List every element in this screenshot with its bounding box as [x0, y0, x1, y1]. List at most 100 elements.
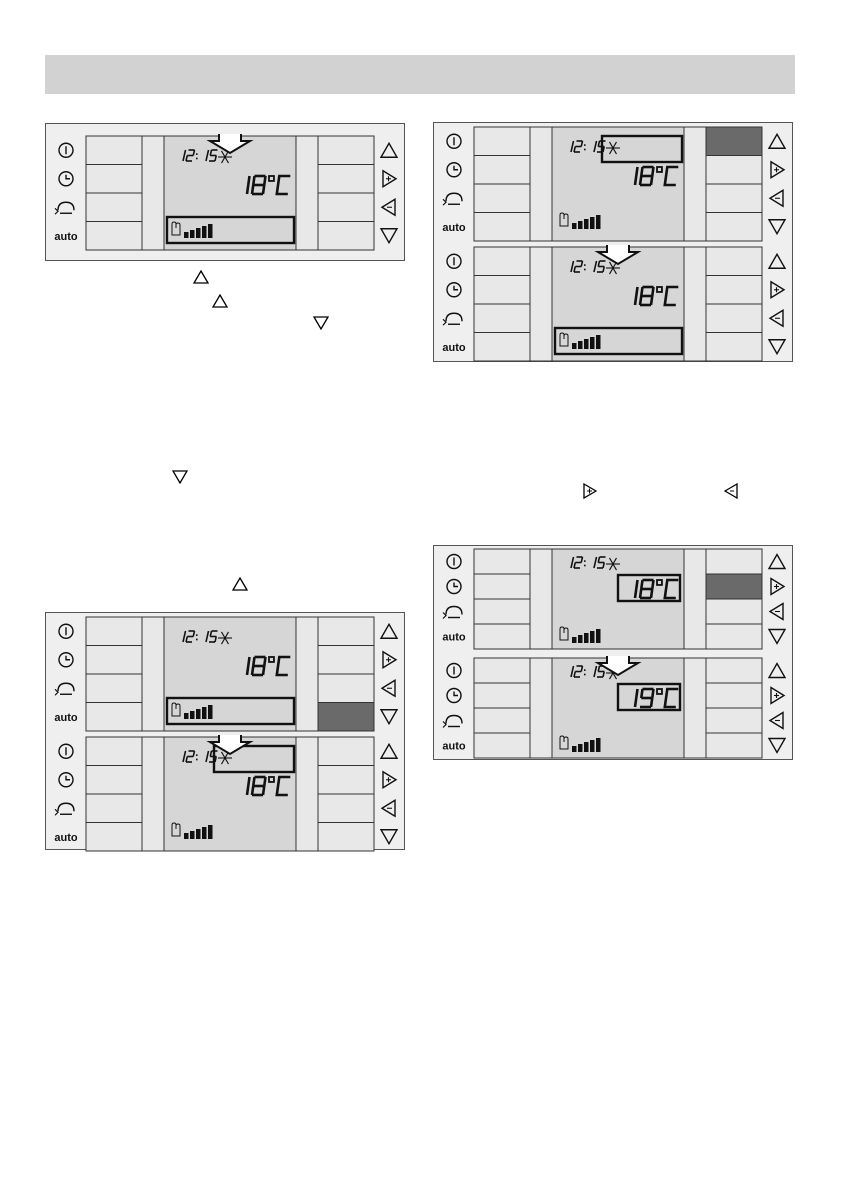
- left-button[interactable]: [86, 703, 142, 732]
- air-recirculation-icon: [443, 607, 462, 619]
- arrow-left-icon: [382, 199, 395, 215]
- right-button[interactable]: [706, 683, 762, 708]
- control-panel-2: auto auto: [45, 612, 405, 850]
- right-button[interactable]: [318, 165, 374, 194]
- left-button[interactable]: [474, 156, 530, 185]
- right-button[interactable]: [318, 646, 374, 675]
- right-button[interactable]: [706, 213, 762, 242]
- left-button[interactable]: [86, 646, 142, 675]
- left-button[interactable]: [474, 733, 530, 758]
- inline-left-arrow-icon: [724, 483, 738, 499]
- air-recirculation-icon: [55, 202, 74, 214]
- left-button[interactable]: [86, 823, 142, 852]
- arrow-left-icon: [382, 680, 395, 696]
- arrow-down-icon: [769, 220, 785, 234]
- left-button[interactable]: [474, 599, 530, 624]
- clock-icon: [59, 172, 73, 186]
- power-icon: [59, 143, 73, 157]
- auto-label: auto: [54, 712, 78, 724]
- control-unit: auto: [434, 245, 792, 363]
- clock-icon: [447, 283, 461, 297]
- left-button[interactable]: [86, 794, 142, 823]
- air-recirculation-icon: [443, 313, 462, 325]
- power-icon: [59, 744, 73, 758]
- arrow-up-icon: [769, 664, 785, 678]
- left-button[interactable]: [474, 184, 530, 213]
- right-button[interactable]: [318, 222, 374, 251]
- svg-text:auto: auto: [442, 342, 466, 354]
- air-recirculation-icon: [443, 193, 462, 205]
- left-button[interactable]: [86, 617, 142, 646]
- right-button[interactable]: [706, 549, 762, 574]
- left-button[interactable]: [474, 127, 530, 156]
- arrow-down-icon: [769, 630, 785, 644]
- left-button[interactable]: [474, 624, 530, 649]
- inline-down-arrow-icon: [172, 470, 188, 484]
- right-button[interactable]: [706, 333, 762, 362]
- arrow-down-icon: [381, 229, 397, 243]
- left-button[interactable]: [474, 658, 530, 683]
- right-button[interactable]: [706, 708, 762, 733]
- right-button[interactable]: [318, 823, 374, 852]
- right-button[interactable]: [706, 156, 762, 185]
- air-recirculation-icon: [55, 803, 74, 815]
- right-button[interactable]: [706, 247, 762, 276]
- arrow-down-icon: [769, 340, 785, 354]
- power-icon: [447, 664, 461, 678]
- right-button[interactable]: [706, 127, 762, 156]
- left-button[interactable]: [86, 222, 142, 251]
- clock-icon: [447, 580, 461, 594]
- right-button[interactable]: [318, 136, 374, 165]
- left-button[interactable]: [474, 304, 530, 333]
- arrow-up-icon: [381, 744, 397, 758]
- svg-text:auto: auto: [54, 832, 78, 844]
- arrow-down-icon: [381, 830, 397, 844]
- right-button[interactable]: [706, 304, 762, 333]
- left-button[interactable]: [86, 193, 142, 222]
- right-button[interactable]: [318, 193, 374, 222]
- control-panel-3: auto auto: [433, 122, 793, 362]
- right-button[interactable]: [318, 617, 374, 646]
- right-button[interactable]: [318, 794, 374, 823]
- section-header-bar: [45, 55, 795, 94]
- right-button[interactable]: [706, 733, 762, 758]
- svg-text:auto: auto: [442, 632, 466, 644]
- left-button[interactable]: [86, 737, 142, 766]
- right-button[interactable]: [318, 703, 374, 732]
- left-button[interactable]: [474, 213, 530, 242]
- right-button[interactable]: [318, 674, 374, 703]
- power-icon: [447, 555, 461, 569]
- right-button[interactable]: [706, 574, 762, 599]
- arrow-right-icon: [383, 652, 396, 668]
- left-button[interactable]: [474, 247, 530, 276]
- left-button[interactable]: [474, 574, 530, 599]
- power-icon: [447, 134, 461, 148]
- arrow-right-icon: [771, 688, 784, 704]
- auto-label: auto: [442, 342, 466, 354]
- left-button[interactable]: [474, 683, 530, 708]
- right-button[interactable]: [706, 276, 762, 305]
- control-panel-4: auto auto: [433, 545, 793, 760]
- right-button[interactable]: [706, 184, 762, 213]
- left-button[interactable]: [86, 674, 142, 703]
- left-button[interactable]: [86, 165, 142, 194]
- left-button[interactable]: [474, 708, 530, 733]
- inline-right-arrow-icon: [583, 483, 597, 499]
- control-unit: auto: [46, 134, 404, 252]
- right-button[interactable]: [706, 658, 762, 683]
- left-button[interactable]: [474, 333, 530, 362]
- left-button[interactable]: [474, 549, 530, 574]
- arrow-left-icon: [770, 310, 783, 326]
- right-button[interactable]: [318, 737, 374, 766]
- right-button[interactable]: [706, 624, 762, 649]
- auto-label: auto: [442, 632, 466, 644]
- svg-text:auto: auto: [442, 741, 466, 753]
- clock-icon: [59, 653, 73, 667]
- clock-icon: [447, 163, 461, 177]
- power-icon: [59, 624, 73, 638]
- right-button[interactable]: [706, 599, 762, 624]
- left-button[interactable]: [86, 136, 142, 165]
- left-button[interactable]: [86, 766, 142, 795]
- left-button[interactable]: [474, 276, 530, 305]
- right-button[interactable]: [318, 766, 374, 795]
